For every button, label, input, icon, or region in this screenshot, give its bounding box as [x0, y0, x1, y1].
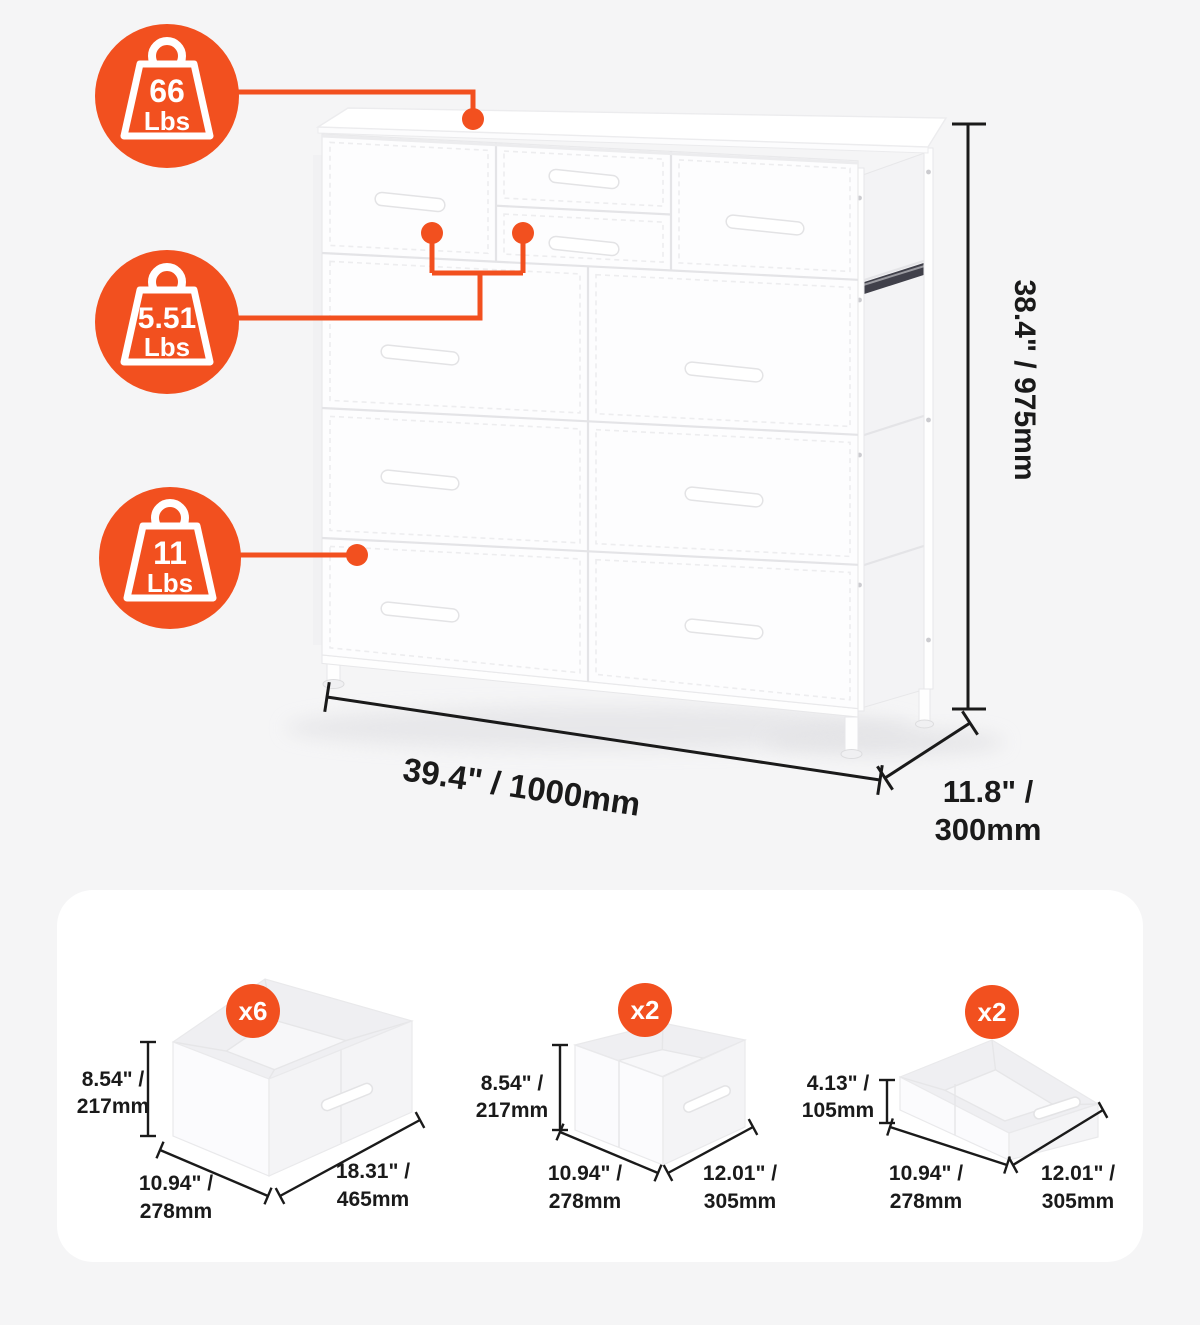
weight-unit: Lbs	[144, 332, 190, 362]
weight-icon	[120, 263, 214, 366]
drawer-handle	[725, 214, 805, 236]
count-badge: x2	[965, 985, 1019, 1039]
box-depth-dimension: 12.01" / 305mm	[1007, 1101, 1115, 1213]
drawer-handle	[380, 344, 460, 366]
drawer-box-large: x6 8.54" / 217mm 10.94" / 278mm	[77, 978, 426, 1223]
count-badge: x2	[618, 983, 672, 1037]
box-height-label-line1: 8.54" /	[82, 1068, 145, 1091]
dresser	[313, 107, 948, 759]
box-height-dimension: 4.13" / 105mm	[802, 1072, 895, 1125]
weight-unit: Lbs	[147, 568, 193, 598]
box-depth-label-line2: 465mm	[337, 1188, 409, 1211]
dresser-left-frame	[313, 155, 322, 645]
connector-dot	[462, 108, 484, 130]
drawer-handle	[374, 191, 446, 213]
connector-small-drawer-capacity	[167, 222, 534, 321]
box-width-label-line2: 278mm	[140, 1200, 212, 1223]
box-depth-label-line1: 18.31" /	[336, 1160, 410, 1183]
connector-dot	[421, 222, 443, 244]
drawer-specs-card: x6 8.54" / 217mm 10.94" / 278mm	[57, 890, 1143, 1262]
width-dimension-label: 39.4" / 1000mm	[401, 750, 643, 822]
box-width-label-line2: 278mm	[549, 1190, 621, 1213]
drawer-handles	[374, 168, 805, 640]
weight-badge-11lbs: 11 Lbs	[99, 487, 241, 629]
box-width-label-line1: 10.94" /	[139, 1172, 213, 1195]
drawer-handle	[684, 361, 764, 383]
count-label: x6	[239, 996, 268, 1026]
drawer-box-medium: x2 8.54" / 217mm 10.94" / 278mm	[476, 983, 777, 1213]
height-dimension-label: 38.4" / 975mm	[1008, 279, 1041, 480]
count-label: x2	[631, 995, 660, 1025]
box-width-dimension: 10.94" / 278mm	[139, 1141, 273, 1223]
box-depth-label-line1: 12.01" /	[703, 1162, 777, 1185]
box-height-label-line2: 217mm	[476, 1099, 548, 1122]
drawer-seams	[321, 134, 859, 682]
height-dimension: 38.4" / 975mm	[952, 122, 1041, 711]
drawer-handle	[684, 618, 764, 640]
box-width-label-line1: 10.94" /	[889, 1162, 963, 1185]
count-badge: x6	[226, 984, 280, 1038]
box-height-label-line1: 4.13" /	[807, 1072, 870, 1095]
connector-top-capacity	[167, 89, 484, 130]
depth-dimension: 11.8" / 300mm	[876, 710, 1042, 847]
drawer-handle	[1033, 1096, 1081, 1120]
drawer-box-slim: x2 4.13" / 105mm 10.94" / 278mm	[802, 985, 1115, 1213]
drawer-handle	[380, 601, 460, 623]
box-width-dimension: 10.94" / 278mm	[548, 1123, 663, 1213]
weight-icon	[120, 37, 214, 140]
box-depth-label-line1: 12.01" /	[1041, 1162, 1115, 1185]
box-height-label-line2: 217mm	[77, 1095, 149, 1118]
box-width-label-line2: 278mm	[890, 1190, 962, 1213]
drawer-handle	[548, 168, 620, 190]
drawer-handle	[682, 1085, 732, 1113]
drawer-handle	[380, 469, 460, 491]
drawer-handle	[320, 1082, 374, 1112]
dresser-legs	[322, 662, 934, 759]
depth-dimension-label-line2: 300mm	[935, 812, 1042, 847]
drawer-boxes-diagram: x6 8.54" / 217mm 10.94" / 278mm	[77, 978, 1115, 1223]
box-height-label-line2: 105mm	[802, 1099, 874, 1122]
drawer-stitching	[329, 141, 851, 701]
box-depth-dimension: 12.01" / 305mm	[662, 1118, 777, 1213]
depth-dimension-label-line1: 11.8" /	[943, 774, 1034, 809]
box-height-label-line1: 8.54" /	[481, 1072, 544, 1095]
dresser-side-panel	[854, 147, 934, 712]
weight-badge-5-51lbs: 5.51 Lbs	[95, 250, 239, 394]
box-width-label-line1: 10.94" /	[548, 1162, 622, 1185]
weight-badge-66lbs: 66 Lbs	[95, 24, 239, 168]
box-depth-label-line2: 305mm	[704, 1190, 776, 1213]
weight-value: 66	[149, 73, 185, 109]
weight-icon	[123, 499, 217, 602]
connector-dot	[512, 222, 534, 244]
drawer-handle	[684, 486, 764, 508]
connector-dot	[346, 544, 368, 566]
dresser-shadow	[285, 706, 1005, 756]
box-height-dimension: 8.54" / 217mm	[476, 1043, 568, 1132]
box-depth-label-line2: 305mm	[1042, 1190, 1114, 1213]
count-label: x2	[978, 997, 1007, 1027]
weight-value: 11	[153, 535, 187, 571]
box-depth-dimension: 18.31" / 465mm	[274, 1111, 426, 1211]
weight-value: 5.51	[138, 302, 196, 335]
weight-unit: Lbs	[144, 106, 190, 136]
box-height-dimension: 8.54" / 217mm	[77, 1040, 156, 1138]
drawer-handle	[548, 235, 620, 257]
dresser-diagram: 38.4" / 975mm 39.4" / 1000mm 11.8" / 300…	[95, 24, 1042, 847]
